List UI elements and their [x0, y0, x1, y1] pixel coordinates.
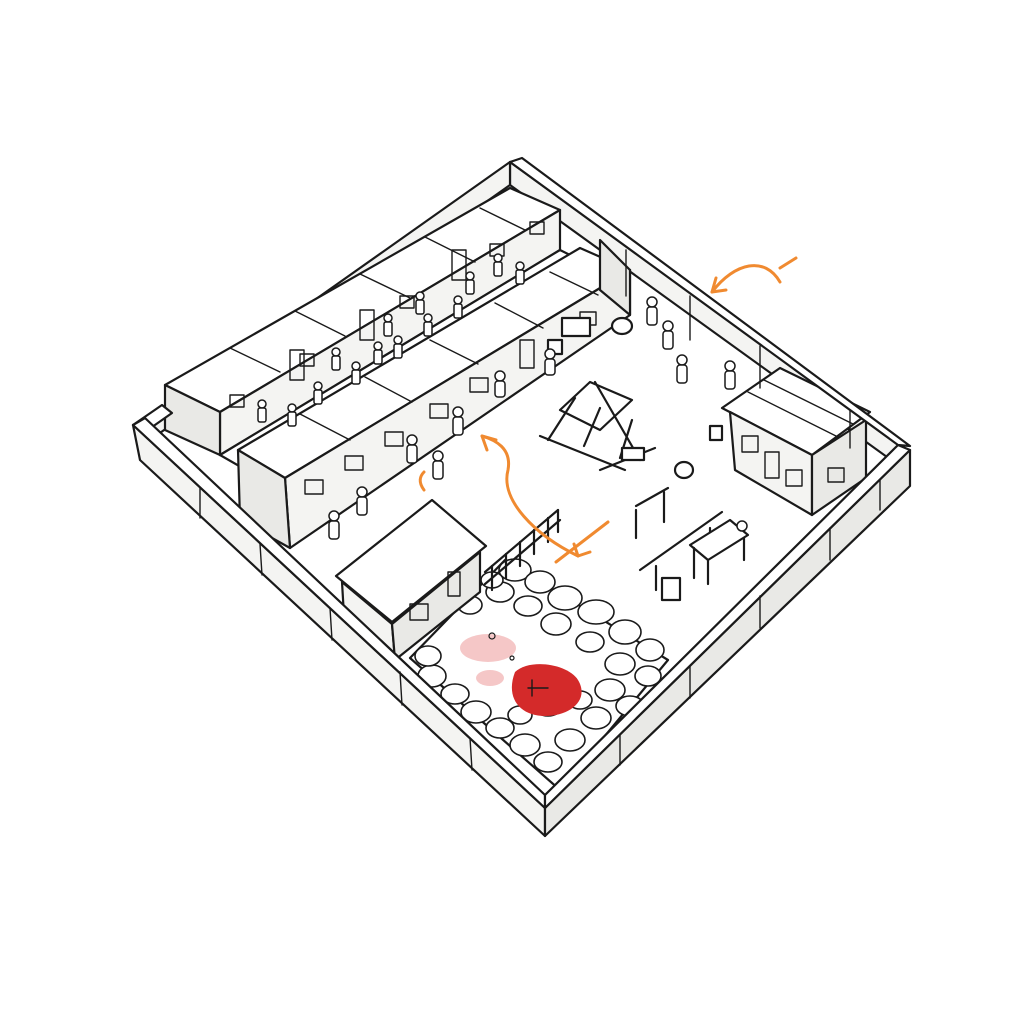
fence: [483, 508, 562, 592]
red-stain-light: [460, 634, 516, 662]
rock-pit: [408, 558, 670, 792]
front-hut: [334, 498, 488, 662]
figures-yard: [328, 296, 736, 540]
arrow-top-right: [710, 264, 782, 294]
red-stain-light: [476, 670, 504, 686]
red-stain: [511, 664, 582, 716]
arrow-small: [418, 470, 426, 492]
long-barracks: [163, 186, 632, 550]
movement-arrows: [418, 256, 798, 564]
wooden-frame: [538, 380, 657, 472]
arrow-yard: [480, 434, 580, 558]
perimeter-wall: [131, 156, 912, 838]
yard-items: [546, 316, 724, 602]
figures-corridor: [257, 253, 525, 427]
workbench: [688, 518, 750, 586]
